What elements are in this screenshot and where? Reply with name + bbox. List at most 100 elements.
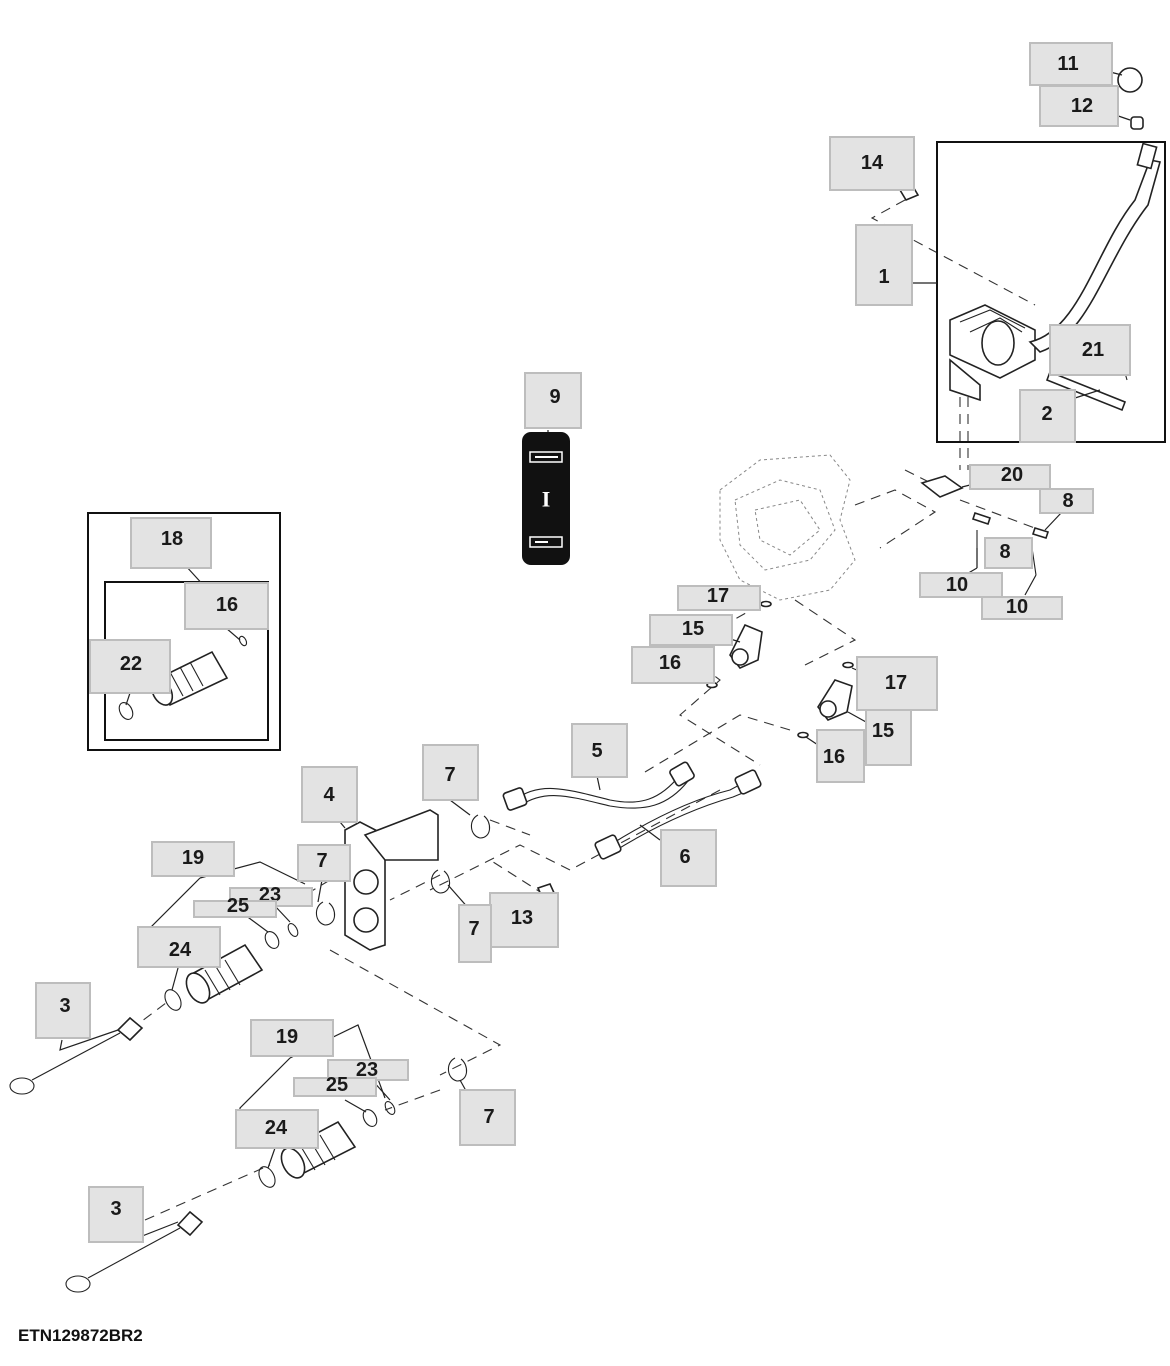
callout-15b-label: 15	[872, 720, 894, 742]
callout-8b-label: 8	[999, 541, 1010, 563]
dust-cap-lower	[65, 1210, 204, 1293]
callout-13: 13	[489, 892, 559, 948]
callout-17b-label: 17	[885, 672, 907, 694]
callout-24a-label: 24	[169, 939, 192, 961]
snap-ring-d	[447, 1057, 468, 1082]
dust-cap-upper	[9, 1016, 144, 1095]
callout-24b: 24	[235, 1109, 319, 1149]
callout-17a-label: 17	[707, 585, 729, 607]
clevis-pin-b	[1031, 527, 1050, 539]
callout-15a: 15	[649, 614, 733, 646]
clevis-pin-a	[971, 511, 992, 526]
callout-7b: 7	[297, 844, 351, 882]
callout-14-label: 14	[861, 152, 884, 174]
callout-25b: 25	[293, 1074, 377, 1097]
callout-3b-label: 3	[110, 1198, 121, 1220]
callout-16c-label: 16	[216, 594, 238, 616]
snap-ring-a	[470, 814, 491, 839]
callout-7c: 7	[458, 904, 492, 963]
callout-17b: 17	[856, 656, 938, 711]
callout-6-label: 6	[679, 846, 690, 868]
callout-18-label: 18	[161, 528, 183, 550]
callout-9-label: 9	[549, 386, 560, 408]
backup-ring-23-lower	[384, 1100, 396, 1116]
assembly-dash-lines	[129, 199, 1041, 1221]
control-lever-assembly	[949, 142, 1162, 402]
callout-13-label: 13	[511, 907, 533, 929]
callout-15a-label: 15	[682, 618, 704, 640]
callout-16a-label: 16	[659, 652, 681, 674]
callout-10a: 10	[919, 572, 1003, 598]
callout-22-label: 22	[120, 653, 142, 675]
callout-23b-label: 23	[356, 1059, 378, 1081]
callout-20-label: 20	[1001, 464, 1023, 486]
control-decal: I	[522, 432, 570, 565]
callout-11: 11	[1029, 42, 1113, 86]
callout-17a: 17	[677, 585, 761, 611]
o-ring-24-lower	[258, 1166, 276, 1188]
pivot-pin	[1045, 370, 1127, 412]
callout-6: 6	[660, 829, 717, 887]
callout-16b-label: 16	[823, 746, 845, 768]
coupler-inset-outer-frame	[87, 512, 281, 751]
callout-23b: 23	[327, 1059, 409, 1081]
o-ring-25-upper	[264, 931, 280, 949]
callout-8a-label: 8	[1062, 490, 1073, 512]
callout-19b: 19	[250, 1019, 334, 1057]
o-ring-25-lower	[362, 1109, 378, 1127]
o-ring-17-upper	[760, 600, 772, 608]
callout-7a: 7	[422, 744, 479, 801]
callout-3a: 3	[35, 982, 91, 1039]
decal-center-mark: I	[542, 487, 551, 512]
callout-10a-label: 10	[946, 574, 968, 596]
hydraulic-line-5	[502, 761, 695, 811]
callout-21-label: 21	[1082, 339, 1104, 361]
hydraulic-line-6	[594, 769, 762, 860]
callout-21: 21	[1049, 324, 1131, 376]
callout-16b: 16	[816, 729, 865, 783]
backup-ring-23-upper	[287, 922, 299, 938]
quick-coupler-lower	[280, 1120, 357, 1179]
callout-8a: 8	[1039, 488, 1094, 514]
callout-7a-label: 7	[444, 764, 455, 786]
inset-o-ring-16	[238, 635, 248, 647]
callout-7c-label: 7	[468, 918, 479, 940]
callout-16a: 16	[631, 646, 715, 684]
callout-3b: 3	[88, 1186, 144, 1243]
callout-19a-label: 19	[182, 847, 204, 869]
callout-25a-label: 25	[227, 895, 249, 917]
callout-20: 20	[969, 464, 1051, 490]
callout-19b-label: 19	[276, 1026, 298, 1048]
link-bracket	[920, 475, 964, 498]
callout-3a-label: 3	[59, 995, 70, 1017]
jam-nut	[1130, 116, 1144, 130]
callout-12: 12	[1039, 85, 1119, 127]
callout-2-label: 2	[1041, 403, 1052, 425]
callout-8b: 8	[984, 537, 1033, 569]
callout-5-label: 5	[591, 740, 602, 762]
callout-25a: 25	[193, 895, 277, 918]
figure-id-label: ETN129872BR2	[18, 1326, 143, 1345]
callout-12-label: 12	[1071, 95, 1093, 117]
callout-22: 22	[89, 639, 171, 694]
callout-25b-label: 25	[326, 1074, 348, 1096]
callout-1: 1	[855, 224, 913, 306]
callout-15b: 15	[865, 709, 912, 766]
callout-7d-label: 7	[483, 1106, 494, 1128]
callout-10b-label: 10	[1006, 596, 1028, 618]
elbow-fitting-upper	[729, 623, 763, 669]
callout-1-label: 1	[878, 266, 889, 288]
valve-body-ghost	[719, 454, 856, 601]
callout-5: 5	[571, 723, 628, 778]
callout-4: 4	[301, 766, 358, 823]
inset-o-ring-22	[118, 702, 134, 720]
snap-ring-c	[430, 869, 451, 894]
callout-9: 9	[524, 372, 582, 429]
callout-24b-label: 24	[265, 1117, 288, 1139]
elbow-fitting-lower	[817, 679, 853, 721]
callout-7d: 7	[459, 1089, 516, 1146]
coupler-mounting-bracket	[344, 809, 439, 951]
callout-2: 2	[1019, 389, 1076, 443]
leader-lines	[59, 64, 1131, 1241]
